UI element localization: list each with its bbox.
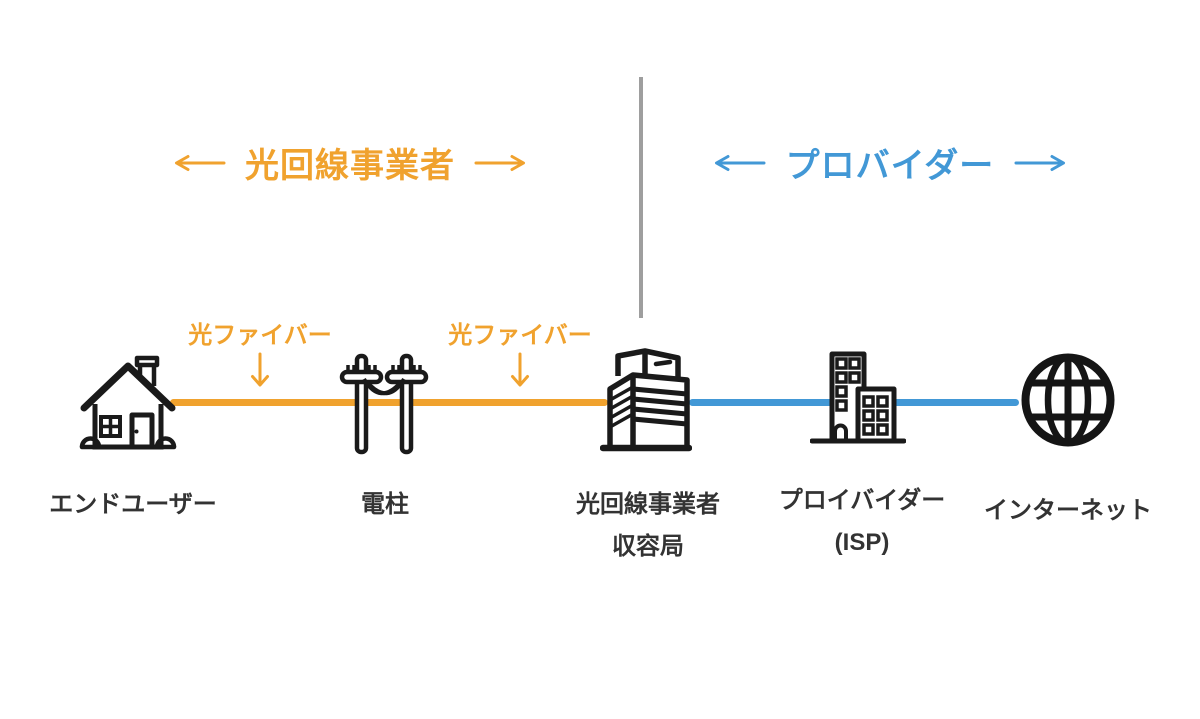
node-label-end-user: エンドユーザー <box>13 484 253 526</box>
node-label-isp: プロイバイダー (ISP) <box>742 480 982 564</box>
utility-pole-icon <box>339 353 429 455</box>
globe-icon <box>1021 353 1115 447</box>
isp-buildings-icon <box>810 351 906 444</box>
section-header-optical-carrier: 光回線事業者 <box>172 138 528 187</box>
office-building-icon <box>600 348 692 452</box>
node-label-line: エンドユーザー <box>49 491 217 518</box>
house-icon <box>79 355 177 450</box>
node-label-line: 電柱 <box>361 491 409 518</box>
fiber-label-2: 光ファイバー <box>448 322 592 349</box>
section-title-optical-carrier: 光回線事業者 <box>245 147 455 185</box>
left-arrow-icon <box>715 154 766 171</box>
node-label-line: 収容局 <box>612 533 684 560</box>
right-arrow-icon <box>1014 154 1065 171</box>
down-arrow-icon <box>251 352 269 387</box>
node-label-internet: インターネット <box>948 490 1188 532</box>
node-label-line: プロイバイダー <box>778 487 946 514</box>
node-label-line: (ISP) <box>834 529 890 556</box>
fiber-label-1: 光ファイバー <box>188 322 332 349</box>
node-label-line: インターネット <box>984 497 1152 524</box>
node-label-central-office: 光回線事業者 収容局 <box>528 484 768 568</box>
right-arrow-icon <box>474 154 525 171</box>
down-arrow-icon <box>511 352 529 387</box>
section-title-provider: プロバイダー <box>785 147 995 185</box>
node-label-line: 光回線事業者 <box>576 491 720 518</box>
node-label-utility-pole: 電柱 <box>265 484 505 526</box>
left-arrow-icon <box>175 154 226 171</box>
section-divider-line <box>639 77 643 318</box>
section-header-provider: プロバイダー <box>712 138 1068 187</box>
optical-fiber-line <box>170 399 608 406</box>
